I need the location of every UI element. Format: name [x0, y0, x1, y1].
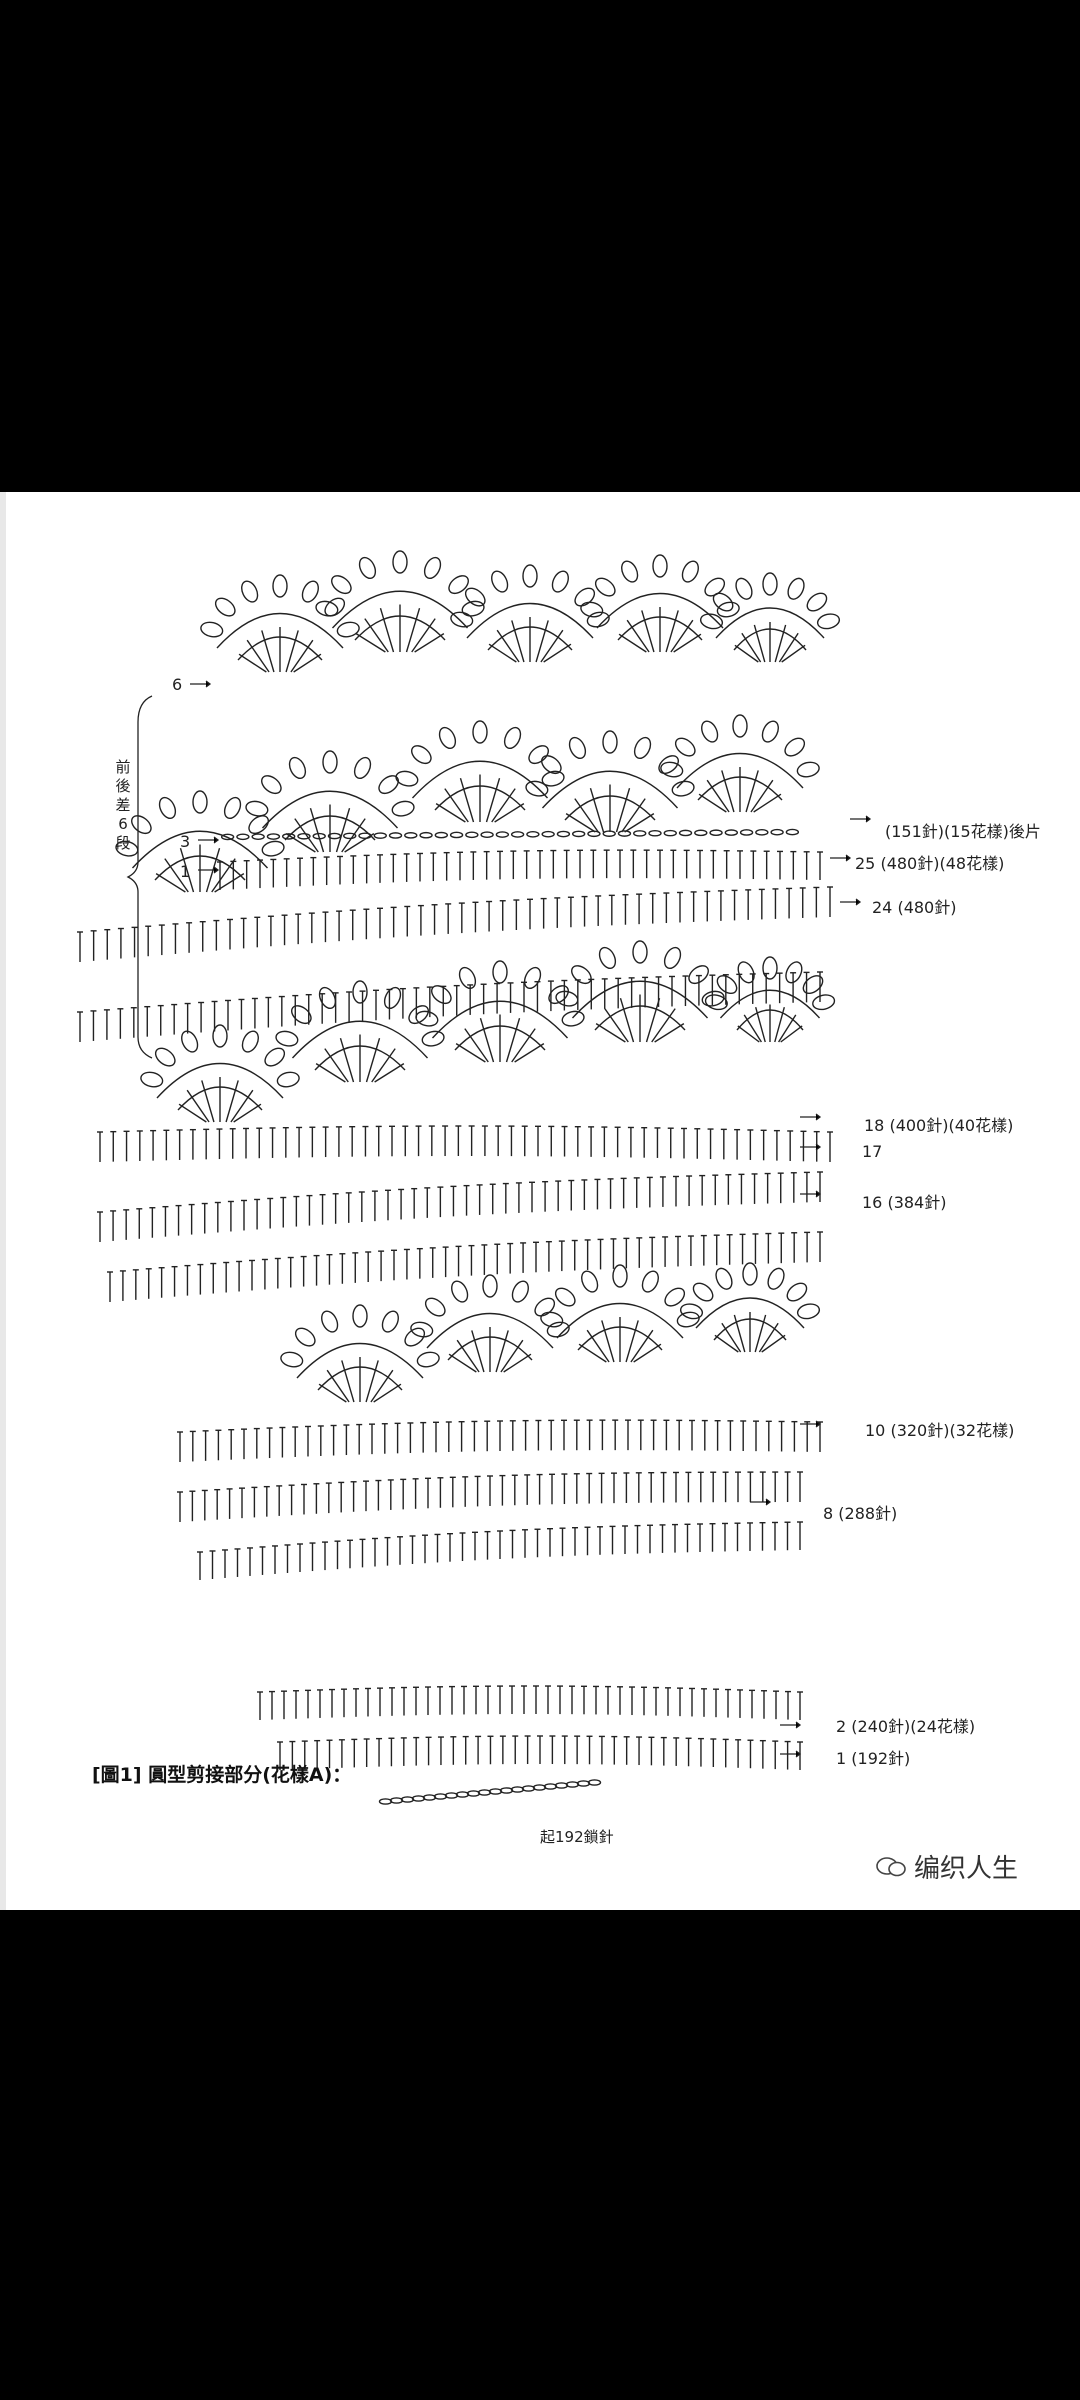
row-arrow: [800, 1420, 822, 1428]
scanned-page: [0, 492, 1080, 1910]
shell-fan-3-1: [410, 1274, 570, 1373]
chart-rows: [77, 550, 841, 1805]
shell-fan-1-3: [525, 730, 695, 833]
page-edge: [0, 492, 6, 1910]
row-9: [177, 1419, 823, 1462]
shell-fan-3-2: [540, 1264, 700, 1363]
row-23: [77, 971, 823, 1042]
side-brace: [126, 695, 153, 1059]
start-chain-label: 起192鎖針: [540, 1828, 614, 1846]
shell-fan-2-4: [704, 956, 836, 1043]
row-arrow-left: [198, 836, 220, 844]
row-arrow: [830, 854, 852, 862]
shell-fan-0-2: [450, 564, 610, 663]
shell-fan-0-1: [315, 550, 485, 653]
row-16: [97, 1171, 823, 1242]
row-25: [217, 849, 823, 890]
row-label-10: 10 (320針)(32花樣): [865, 1421, 1015, 1440]
row-label-1: 1: [180, 862, 191, 881]
row-1: [277, 1735, 803, 1770]
shell-fan-1-2: [395, 720, 565, 823]
row-24: [77, 886, 833, 962]
row-label-2: 2 (240針)(24花樣): [836, 1717, 976, 1736]
row-label-17: 17: [862, 1142, 883, 1161]
shell-fan-3-0: [280, 1304, 440, 1403]
row-arrow: [780, 1750, 802, 1758]
watermark-text: 编织人生: [914, 1854, 1019, 1884]
row-arrow-left: [198, 866, 220, 874]
row-arrows: [190, 680, 872, 1758]
row-arrow: [750, 1498, 772, 1506]
row-arrow: [800, 1113, 822, 1121]
row-arrow: [840, 898, 862, 906]
row-label-6: 6: [172, 675, 183, 694]
chat-bubble-icon: [876, 1856, 906, 1876]
watermark: 编织人生: [876, 1848, 1018, 1885]
shell-fan-3-3: [679, 1262, 821, 1353]
row-label-18: 18 (400針)(40花樣): [864, 1116, 1014, 1135]
shell-fan-0-0: [200, 574, 360, 673]
crochet-chart: [77, 550, 872, 1805]
row-2: [257, 1685, 803, 1720]
shell-fan-2-0: [140, 1024, 300, 1123]
row-label-3: 3: [180, 832, 191, 851]
shell-fan-2-3: [555, 940, 725, 1043]
shell-fan-2-2: [415, 960, 585, 1063]
row-label-back: (151針)(15花樣)後片: [885, 822, 1041, 841]
row-7: [197, 1521, 803, 1580]
figure-caption: [圖1] 圓型剪接部分(花樣A)：: [92, 1764, 352, 1786]
row-arrow: [800, 1143, 822, 1151]
row-8: [177, 1471, 803, 1522]
shell-fan-0-4: [699, 572, 841, 663]
row-label-24: 24 (480針): [872, 898, 957, 917]
row-arrow: [850, 815, 872, 823]
shell-fan-0-3: [580, 554, 740, 653]
row-arrow: [780, 1721, 802, 1729]
row-17: [97, 1125, 833, 1162]
row-arrow: [800, 1190, 822, 1198]
row-label-1b: 1 (192針): [836, 1749, 911, 1768]
row-label-16: 16 (384針): [862, 1193, 947, 1212]
row-arrow-left: [190, 680, 212, 688]
row-label-8: 8 (288針): [823, 1504, 898, 1523]
row-label-25: 25 (480針)(48花樣): [855, 854, 1005, 873]
shell-fan-1-4: [660, 714, 820, 813]
shell-fan-2-1: [275, 980, 445, 1083]
foundation-chain: [378, 1779, 602, 1805]
side-note: 前後差6段: [115, 758, 131, 852]
shell-fan-1-1: [245, 750, 415, 853]
row-15: [107, 1231, 823, 1302]
row-26-chain: [220, 828, 800, 841]
